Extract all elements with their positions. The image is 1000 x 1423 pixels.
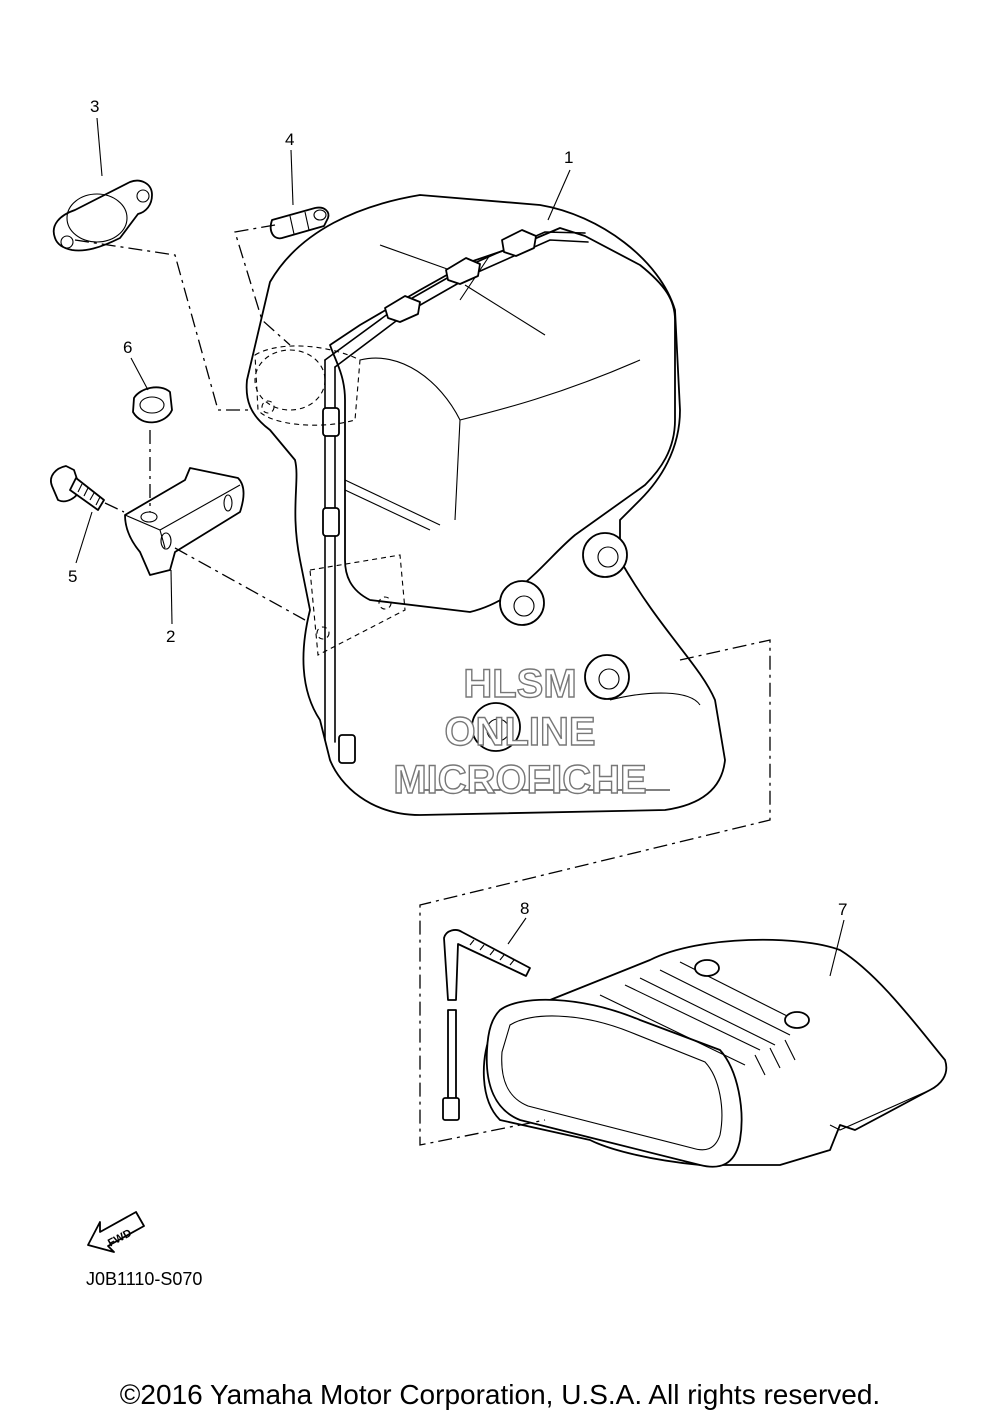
diagram-code: J0B1110-S070: [86, 1269, 203, 1289]
part-1-air-box[interactable]: [245, 194, 726, 816]
callout-1: 1: [564, 148, 573, 167]
callout-5: 5: [68, 567, 77, 586]
reference-lines: [74, 224, 771, 1146]
leader-lines: [75, 117, 845, 977]
part-6-nut[interactable]: [132, 386, 173, 424]
watermark: HLSM ONLINE MICROFICHE: [393, 661, 648, 802]
watermark-line-2: ONLINE: [444, 710, 595, 754]
watermark-line-1: HLSM: [463, 662, 576, 706]
part-7-intake-duct[interactable]: [482, 938, 948, 1168]
watermark-line-3: MICROFICHE: [393, 758, 646, 802]
part-2-bracket[interactable]: [124, 467, 245, 576]
callout-3: 3: [90, 97, 99, 116]
part-4-spacer[interactable]: [269, 206, 330, 240]
part-5-bolt[interactable]: [50, 465, 105, 511]
fwd-arrow-icon: FWD: [87, 1211, 145, 1253]
part-3-gasket[interactable]: [52, 179, 153, 252]
part-8-cable-tie[interactable]: [442, 929, 531, 1121]
copyright-notice: ©2016 Yamaha Motor Corporation, U.S.A. A…: [119, 1379, 881, 1410]
callout-6: 6: [123, 338, 132, 357]
callout-2: 2: [166, 627, 175, 646]
callout-7: 7: [838, 900, 847, 919]
callout-8: 8: [520, 899, 529, 918]
callout-4: 4: [285, 130, 294, 149]
